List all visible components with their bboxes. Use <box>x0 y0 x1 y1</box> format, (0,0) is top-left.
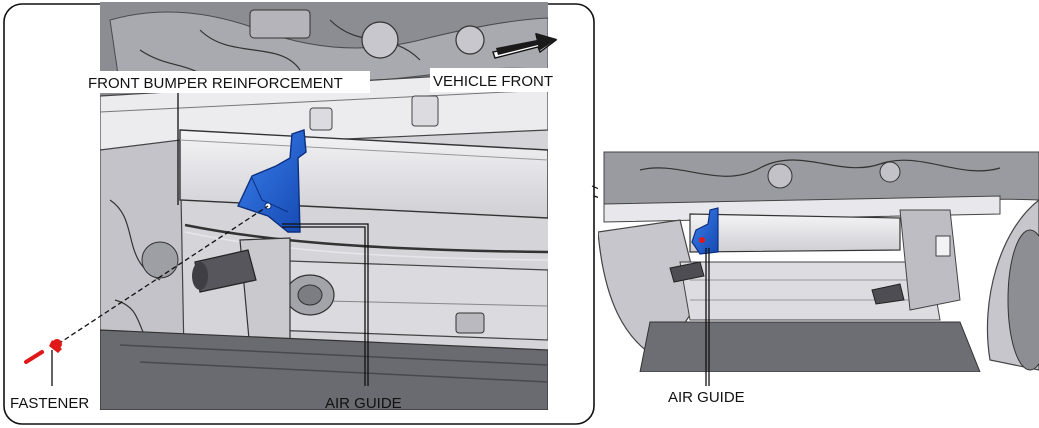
label-air-guide-overview: AIR GUIDE <box>668 389 745 406</box>
label-air-guide-main: AIR GUIDE <box>325 395 402 412</box>
overview-view: AIR GUIDE <box>598 150 1039 406</box>
main-detail-view: FRONT BUMPER REINFORCEMENT VEHICLE FRONT… <box>3 2 595 425</box>
overview-fastener-dot <box>699 237 705 243</box>
leader-air-guide-overview <box>705 248 710 386</box>
label-fastener: FASTENER <box>10 395 89 412</box>
air-guide-part <box>237 129 307 233</box>
label-front-bumper-reinforcement: FRONT BUMPER REINFORCEMENT <box>88 75 343 92</box>
overview-air-guide-part <box>691 207 719 255</box>
label-bg-vehicle-front <box>430 68 570 92</box>
vehicle-front-arrow-icon <box>492 32 558 59</box>
vehicle-front-overview <box>598 150 1039 372</box>
label-bg-reinforcement <box>84 71 370 93</box>
label-vehicle-front: VEHICLE FRONT <box>433 73 553 90</box>
leader-air-guide-main <box>282 223 369 386</box>
fastener-clip-icon <box>24 339 62 364</box>
overview-reinforcement-beam <box>689 213 901 253</box>
fastener-installation-path <box>57 205 269 345</box>
engine-bay-illustration <box>100 2 548 410</box>
